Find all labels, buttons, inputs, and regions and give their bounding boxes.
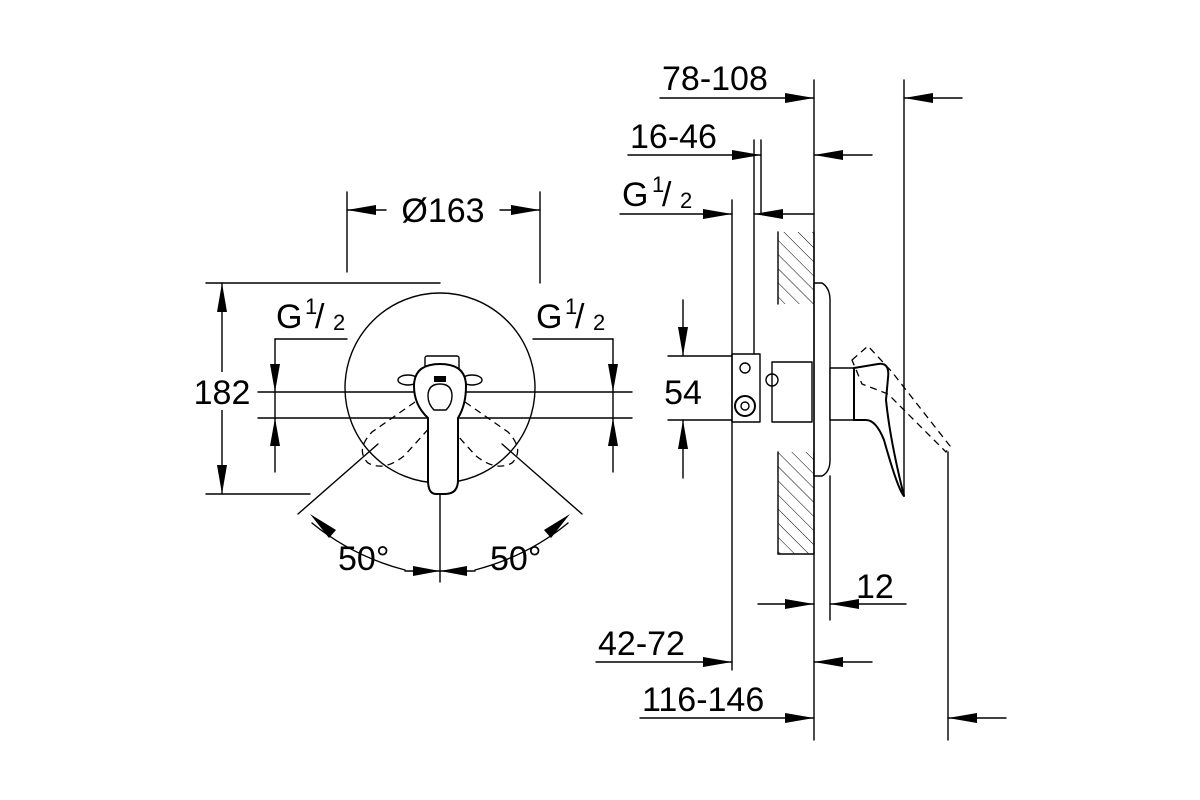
inlet-port-top <box>739 362 751 374</box>
angle-left-arrow <box>310 514 336 538</box>
dim-16-46-right-arrow <box>814 150 843 160</box>
dim-78-108-right-arrow <box>904 93 933 103</box>
angle-right-leader <box>501 443 583 515</box>
side-conn-g: G <box>622 176 648 214</box>
conn-left-arrow-up <box>270 418 280 446</box>
dim-42-72-arrow <box>703 657 732 667</box>
angle-left-arc <box>311 522 406 571</box>
angle-right-arc <box>474 522 569 571</box>
conn-right-label: G 1 / 2 <box>536 294 605 336</box>
wall-hatch-lower <box>778 452 814 554</box>
conn-right-slash: / <box>575 298 585 336</box>
dim-116-146-label: 116-146 <box>642 681 764 719</box>
angle-bottom-arrow-left <box>413 566 440 576</box>
dim-16-46-arrow <box>732 150 761 160</box>
valve-body <box>771 361 813 423</box>
inlet-port-bottom <box>734 395 756 417</box>
conn-right-arrow-down <box>608 364 618 392</box>
conn-right-g: G <box>536 298 562 336</box>
dim-42-72-label: 42-72 <box>598 625 685 663</box>
dim-182-label: 182 <box>194 374 251 412</box>
dim-diameter-label: Ø163 <box>401 192 484 230</box>
handle-base-side <box>829 367 855 421</box>
handle-swing-right-dashed <box>447 401 519 467</box>
conn-left-num: 1 <box>305 294 317 319</box>
diameter-value: 163 <box>428 192 485 230</box>
handle-swing-left-dashed <box>361 401 433 467</box>
conn-right-arrow-up <box>608 418 618 446</box>
dim-54-arrow-top <box>678 327 688 356</box>
dim-diameter-arrow-right <box>511 205 540 215</box>
side-view: 78-108 16-46 G 1 / 2 54 12 <box>595 60 1007 741</box>
side-conn-slash: / <box>662 176 672 214</box>
conn-left-slash: / <box>315 298 325 336</box>
dim-g-half-arrow <box>703 209 732 219</box>
dim-diameter-arrow-left <box>347 205 376 215</box>
dim-78-108-arrow <box>785 93 814 103</box>
conn-right-den: 2 <box>593 310 605 335</box>
inlet-port-bottom-inner <box>740 401 750 411</box>
angle-right-arrow <box>544 514 570 538</box>
dim-12-label: 12 <box>856 568 894 606</box>
handle-lever-front <box>413 363 467 495</box>
angle-right-label: 50° <box>490 540 541 578</box>
side-nut <box>765 373 779 387</box>
dim-182-arrow-bottom <box>217 465 227 494</box>
conn-left-label: G 1 / 2 <box>276 294 345 336</box>
conn-left-arrow-down <box>270 364 280 392</box>
angle-left-leader <box>297 443 379 515</box>
side-conn-label: G 1 / 2 <box>622 172 692 214</box>
dim-42-72-right-arrow <box>814 657 843 667</box>
dim-16-46-label: 16-46 <box>630 118 717 156</box>
conn-right-num: 1 <box>565 294 577 319</box>
dim-54-arrow-bottom <box>678 420 688 449</box>
dim-116-146-arrow <box>785 713 814 723</box>
dim-78-108-label: 78-108 <box>662 60 768 98</box>
dim-12-arrow-right <box>830 599 859 609</box>
diameter-symbol: Ø <box>401 192 427 230</box>
side-conn-num: 1 <box>652 172 664 197</box>
dim-g-half-right-arrow <box>754 209 783 219</box>
handle-lever-side-dashed <box>851 345 951 454</box>
dim-116-146-right-arrow <box>948 713 977 723</box>
wall-hatch-upper <box>778 232 814 304</box>
dim-54-label: 54 <box>664 374 702 412</box>
handle-logo-mark <box>434 376 446 382</box>
cover-plate-profile <box>813 282 831 477</box>
angle-left-label: 50° <box>338 540 389 578</box>
conn-left-den: 2 <box>333 310 345 335</box>
handle-lever-inner <box>427 383 453 411</box>
conn-left-g: G <box>276 298 302 336</box>
dim-12-arrow-left <box>785 599 814 609</box>
front-view: 182 Ø163 G 1 / 2 G 1 / 2 <box>190 191 633 583</box>
side-conn-den: 2 <box>680 188 692 213</box>
dim-182-arrow-top <box>217 283 227 312</box>
angle-bottom-arrow-right <box>440 566 467 576</box>
